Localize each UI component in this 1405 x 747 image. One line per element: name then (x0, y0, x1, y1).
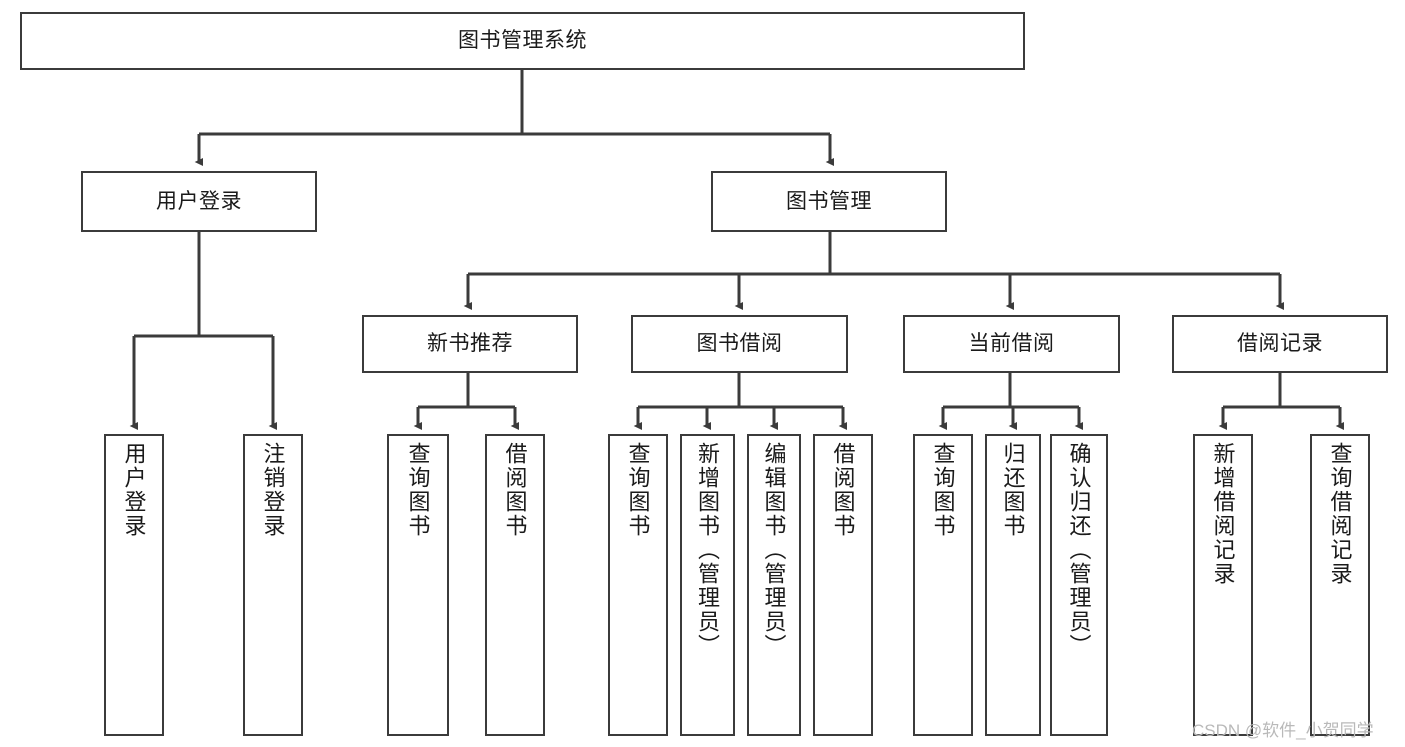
node-borrow-record[interactable]: 借阅记录 (1172, 315, 1388, 373)
node-leaf-query-book-3-label: 查询图书 (930, 442, 956, 538)
node-book-management-label: 图书管理 (786, 189, 872, 213)
node-book-borrow[interactable]: 图书借阅 (631, 315, 848, 373)
node-leaf-query-record-label: 查询借阅记录 (1327, 442, 1353, 586)
node-leaf-query-book-2-label: 查询图书 (625, 442, 651, 538)
node-leaf-add-book[interactable]: 新增图书（管理员） (680, 434, 735, 736)
node-new-book-recommend[interactable]: 新书推荐 (362, 315, 578, 373)
node-leaf-add-book-label: 新增图书（管理员） (695, 442, 721, 658)
node-leaf-query-book-2[interactable]: 查询图书 (608, 434, 668, 736)
node-new-book-recommend-label: 新书推荐 (427, 332, 513, 356)
node-leaf-user-login[interactable]: 用户登录 (104, 434, 164, 736)
node-leaf-logout[interactable]: 注销登录 (243, 434, 303, 736)
node-leaf-add-record-label: 新增借阅记录 (1210, 442, 1236, 586)
node-root-label: 图书管理系统 (458, 29, 587, 53)
node-leaf-return-book[interactable]: 归还图书 (985, 434, 1041, 736)
node-leaf-logout-label: 注销登录 (260, 442, 286, 538)
node-leaf-return-book-label: 归还图书 (1000, 442, 1026, 538)
node-leaf-confirm-return[interactable]: 确认归还（管理员） (1050, 434, 1108, 736)
node-leaf-add-record[interactable]: 新增借阅记录 (1193, 434, 1253, 736)
node-user-login[interactable]: 用户登录 (81, 171, 317, 232)
node-current-borrow-label: 当前借阅 (968, 332, 1055, 356)
node-leaf-borrow-book-1-label: 借阅图书 (502, 442, 528, 538)
node-leaf-query-book-3[interactable]: 查询图书 (913, 434, 973, 736)
node-leaf-edit-book-label: 编辑图书（管理员） (761, 442, 787, 658)
node-user-login-label: 用户登录 (156, 189, 242, 213)
node-borrow-record-label: 借阅记录 (1237, 332, 1323, 356)
node-book-borrow-label: 图书借阅 (696, 332, 783, 356)
node-book-management[interactable]: 图书管理 (711, 171, 947, 232)
node-leaf-confirm-return-label: 确认归还（管理员） (1066, 442, 1092, 658)
watermark-text: CSDN @软件_小贺同学 (1192, 721, 1374, 740)
node-leaf-user-login-label: 用户登录 (121, 442, 147, 538)
node-leaf-query-record[interactable]: 查询借阅记录 (1310, 434, 1370, 736)
node-leaf-query-book-1-label: 查询图书 (405, 442, 431, 538)
node-leaf-query-book-1[interactable]: 查询图书 (387, 434, 449, 736)
node-root[interactable]: 图书管理系统 (20, 12, 1025, 70)
node-leaf-edit-book[interactable]: 编辑图书（管理员） (747, 434, 801, 736)
node-leaf-borrow-book-1[interactable]: 借阅图书 (485, 434, 545, 736)
node-current-borrow[interactable]: 当前借阅 (903, 315, 1120, 373)
node-leaf-borrow-book-2-label: 借阅图书 (830, 442, 856, 538)
node-leaf-borrow-book-2[interactable]: 借阅图书 (813, 434, 873, 736)
